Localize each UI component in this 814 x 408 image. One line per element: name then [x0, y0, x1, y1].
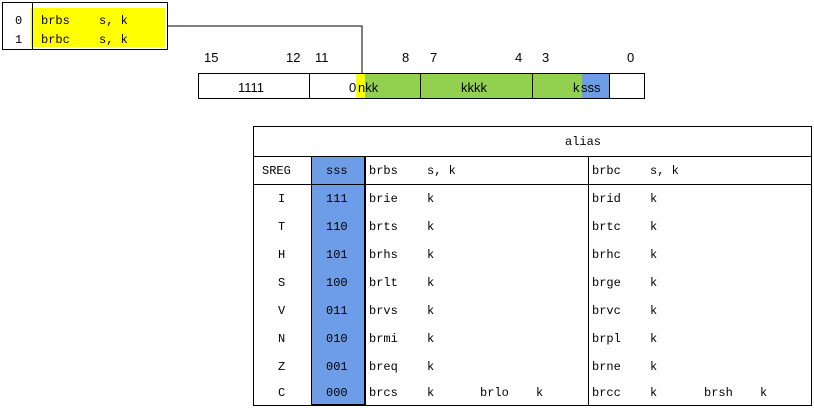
row-sreg: V: [278, 304, 286, 318]
row-clr-op: k: [650, 248, 658, 262]
bit-label-7: 7: [430, 50, 438, 65]
header-divider: [254, 156, 811, 157]
table-title: alias: [565, 135, 602, 149]
row-clr-instr: brge: [592, 276, 621, 290]
row-set-instr: brmi: [369, 332, 398, 346]
row-set-instr: brts: [369, 220, 398, 234]
nkk-text: nkk: [358, 80, 379, 95]
legend-bit-0: 0: [15, 14, 23, 28]
row-set-op: k: [427, 360, 435, 374]
header-brbc: brbc: [592, 164, 621, 178]
row-set-op: k: [427, 192, 435, 206]
column-header-divider: [254, 184, 811, 185]
row-clr-instr: brid: [592, 192, 621, 206]
row-set-instr: brhs: [369, 248, 398, 262]
segment-green-2: [421, 74, 533, 98]
row-clr-instr: brvc: [592, 304, 621, 318]
row-sss: 001: [326, 360, 348, 374]
row-set-instr: brvs: [369, 304, 398, 318]
row-sreg: C: [278, 386, 286, 400]
row-set-op: k: [427, 276, 435, 290]
bit-label-3: 3: [542, 50, 550, 65]
row-clr-instr: brne: [592, 360, 621, 374]
sss-text: sss: [581, 80, 601, 95]
row-clr-op: k: [650, 220, 658, 234]
row-sreg: Z: [278, 360, 286, 374]
row-clr-op: k: [650, 360, 658, 374]
row-sreg: S: [278, 276, 286, 290]
segment-sss: [582, 74, 610, 98]
row-sss: 010: [326, 332, 348, 346]
col-divider-1: [311, 156, 312, 405]
row-set-op: k: [427, 386, 435, 400]
legend-divider: [32, 3, 33, 49]
row-clr-op: k: [650, 192, 658, 206]
col-divider-2: [365, 156, 366, 405]
bit-label-15: 15: [204, 50, 219, 65]
header-brbs: brbs: [369, 164, 398, 178]
k-text: k: [573, 80, 580, 95]
row-sss: 011: [326, 304, 348, 318]
row-set-instr: brcs: [369, 386, 398, 400]
segment-green-3: [533, 74, 582, 98]
row-clr-op: k: [650, 332, 658, 346]
legend-box: 0 brbs s, k 1 brbc s, k: [2, 2, 168, 50]
row-clr-instr: brhc: [592, 248, 621, 262]
legend-highlight: [31, 8, 165, 47]
bit-11-text: 0: [349, 80, 357, 95]
segment-green-1: [365, 74, 421, 98]
row-sss: 100: [326, 276, 348, 290]
header-brbs-ops: s, k: [427, 164, 456, 178]
header-brbc-ops: s, k: [650, 164, 679, 178]
bit-label-4: 4: [515, 50, 523, 65]
row-sreg: I: [278, 192, 286, 206]
bit-label-11: 11: [315, 50, 329, 65]
row-set-alias-op: k: [536, 386, 544, 400]
row-clr-op: k: [650, 276, 658, 290]
row-set-op: k: [427, 332, 435, 346]
row-sss: 000: [326, 386, 348, 400]
row-sss: 101: [326, 248, 348, 262]
legend-instr-0: brbs: [41, 14, 70, 28]
segment-yellow-bit: [356, 74, 365, 98]
row-sreg: H: [278, 248, 286, 262]
row-set-op: k: [427, 304, 435, 318]
legend-ops-0: s, k: [99, 14, 128, 28]
bit-label-0: 0: [627, 50, 635, 65]
row-set-instr: brie: [369, 192, 398, 206]
row-clr-instr: brpl: [592, 332, 621, 346]
sss-column-highlight: [311, 156, 365, 405]
bit-label-12: 12: [286, 50, 301, 65]
bit-label-8: 8: [402, 50, 410, 65]
row-set-instr: brlt: [369, 276, 398, 290]
row-clr-instr: brcc: [592, 386, 621, 400]
legend-bit-1: 1: [15, 33, 23, 47]
row-set-op: k: [427, 220, 435, 234]
legend-ops-1: s, k: [99, 33, 128, 47]
row-clr-op: k: [650, 304, 658, 318]
row-clr-instr: brtc: [592, 220, 621, 234]
kkkk-text: kkkk: [461, 80, 487, 95]
opcode-text: 1111: [238, 80, 265, 95]
row-sss: 111: [326, 192, 348, 206]
row-set-op: k: [427, 248, 435, 262]
row-clr-alias-instr: brsh: [704, 386, 733, 400]
row-sreg: N: [278, 332, 286, 346]
header-sss: sss: [326, 164, 348, 178]
row-set-instr: breq: [369, 360, 398, 374]
legend-instr-1: brbc: [41, 33, 70, 47]
header-sreg: SREG: [262, 164, 291, 178]
row-sss: 110: [326, 220, 348, 234]
row-clr-alias-op: k: [760, 386, 768, 400]
alias-table: alias SREG sss brbs s, k brbc s, k I 111…: [253, 126, 812, 406]
col-divider-3: [588, 156, 589, 405]
row-sreg: T: [278, 220, 286, 234]
row-set-alias-instr: brlo: [480, 386, 509, 400]
encoding-bar: [198, 73, 645, 99]
row-clr-op: k: [650, 386, 658, 400]
segment-opcode: [199, 74, 310, 98]
